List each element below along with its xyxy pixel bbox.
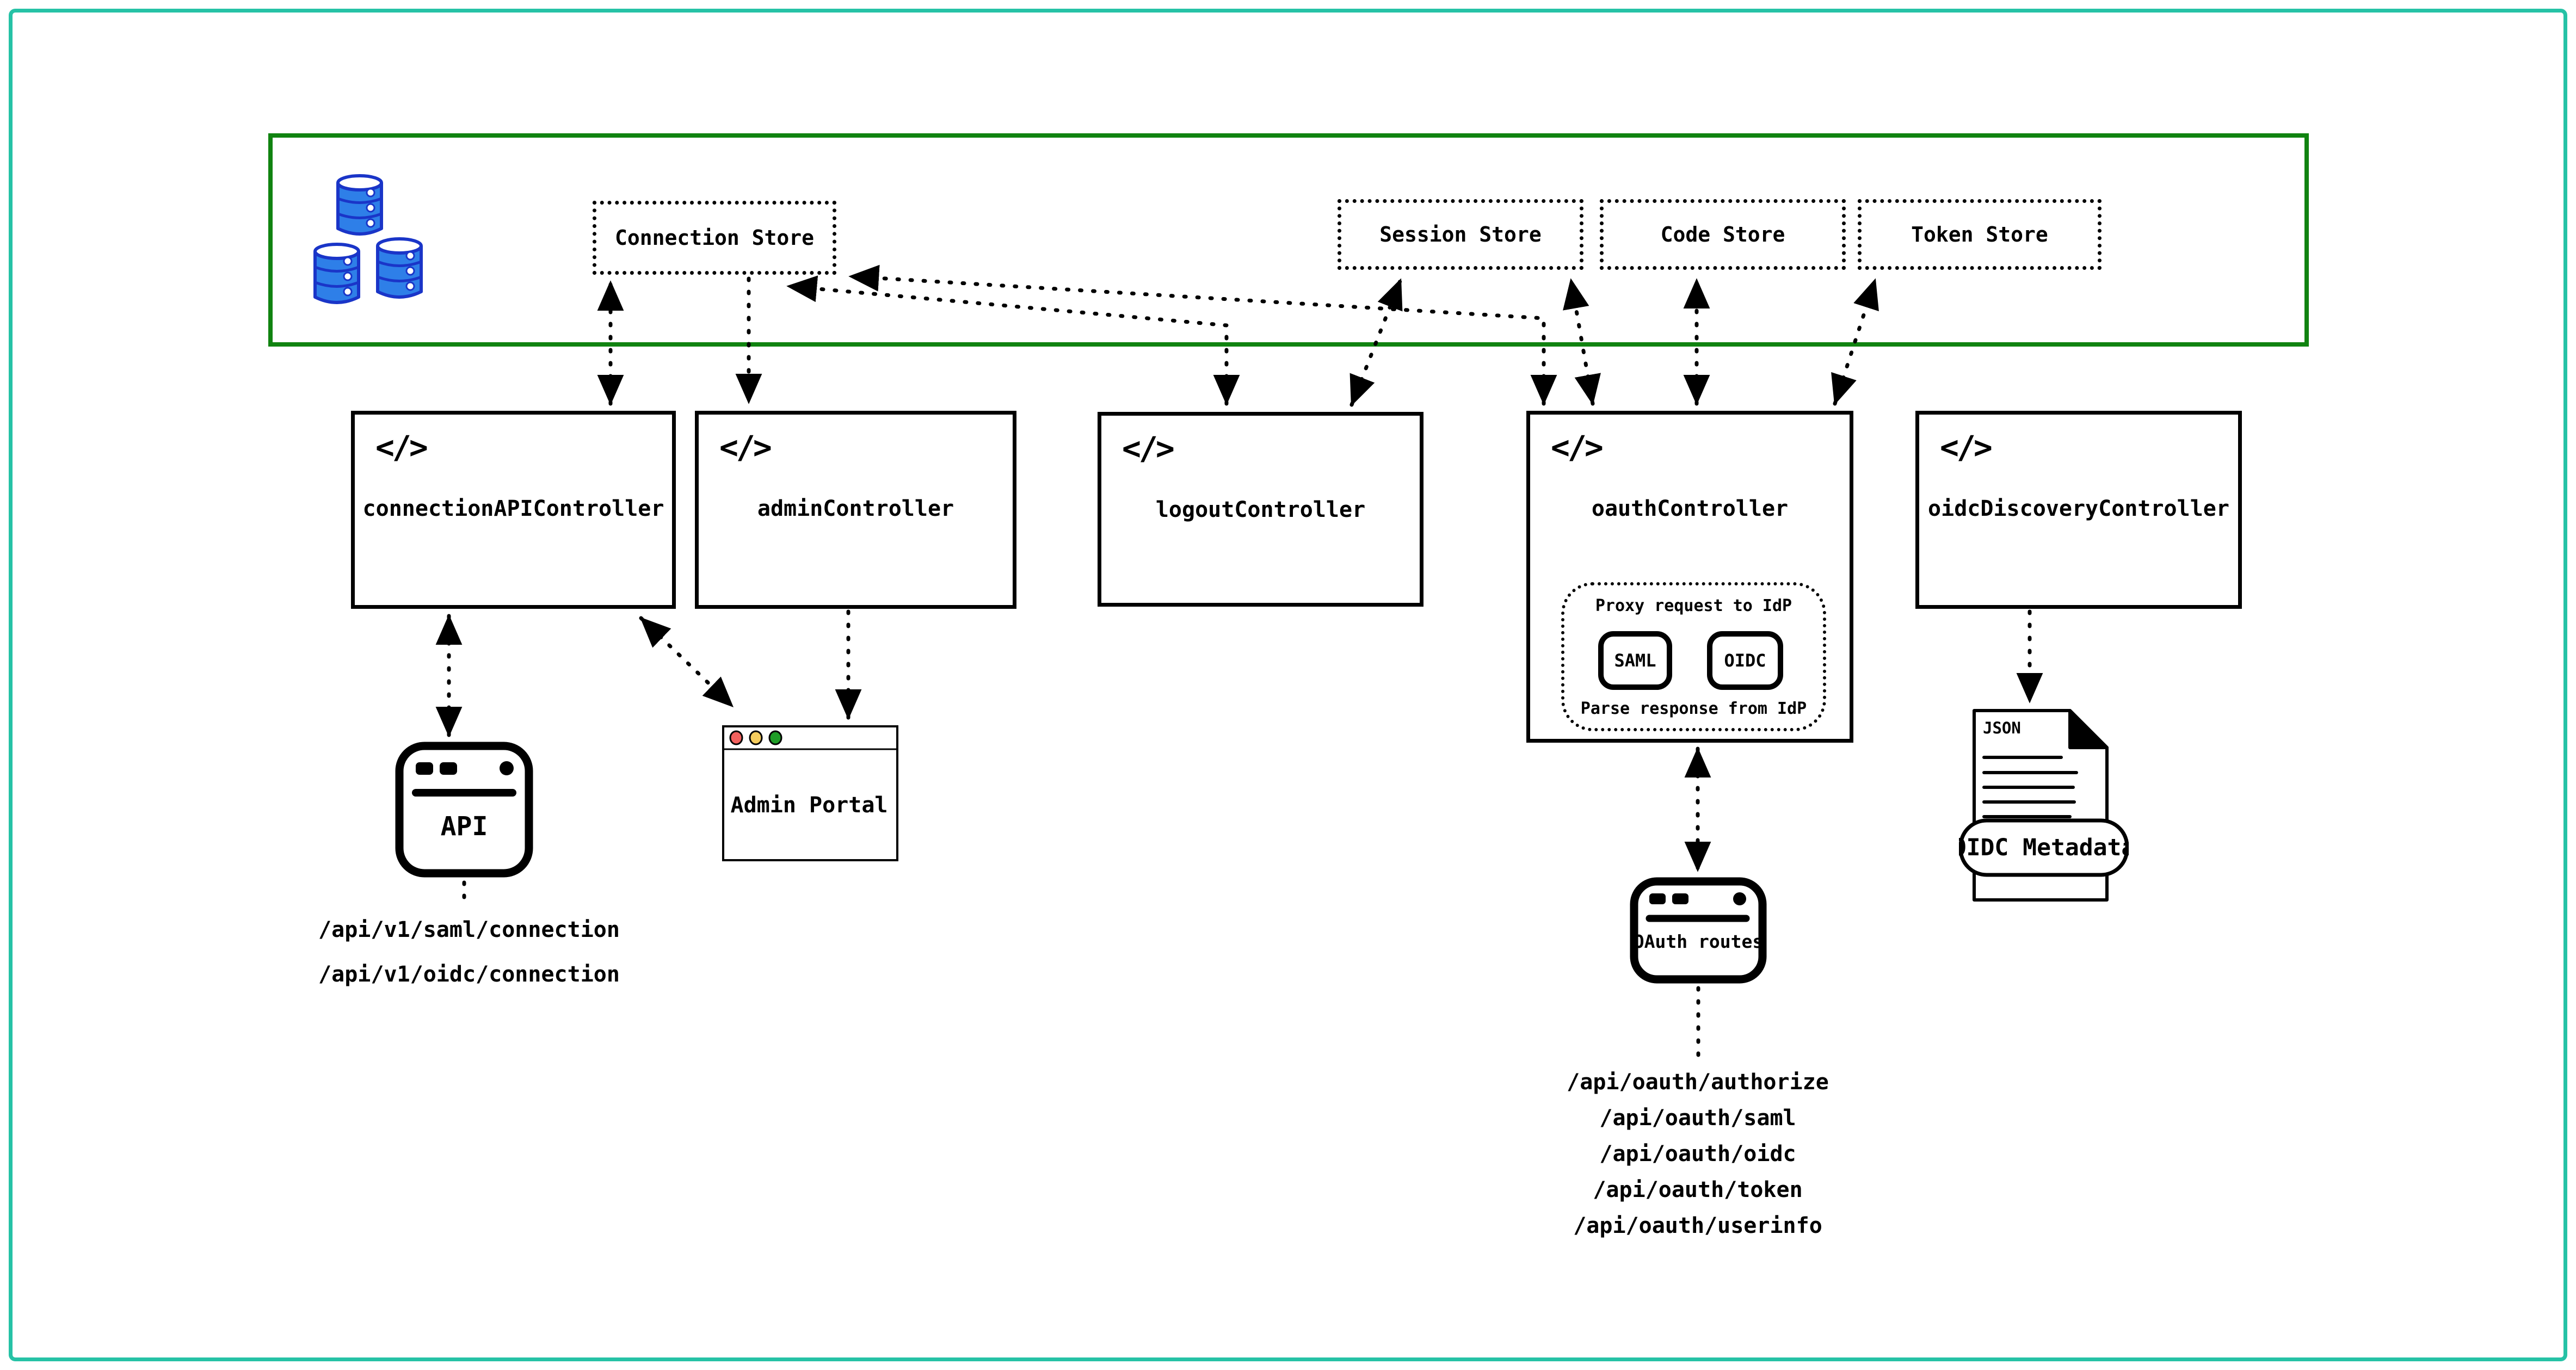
json-tag-label: JSON [1983, 719, 2021, 737]
saml-chip: SAML [1598, 631, 1672, 690]
parse-response-label: Parse response from IdP [1580, 699, 1807, 718]
minimize-dot-icon [749, 730, 763, 745]
oidc-discovery-controller-box: </> oidcDiscoveryController [1915, 411, 2242, 609]
api-path: /api/v1/saml/connection [318, 917, 620, 942]
admin-controller-label: adminController [757, 496, 954, 521]
session-store-label: Session Store [1379, 223, 1542, 246]
maximize-dot-icon [768, 730, 782, 745]
proxy-request-label: Proxy request to IdP [1595, 596, 1792, 615]
code-icon: </> [719, 429, 772, 466]
oauth-path: /api/oauth/userinfo [1573, 1213, 1822, 1238]
connection-api-controller-label: connectionAPIController [362, 496, 664, 521]
oauth-routes-window-icon: OAuth routes [1630, 877, 1767, 984]
connection-store-box: Connection Store [593, 201, 836, 275]
close-dot-icon [729, 730, 743, 745]
connection-api-controller-box: </> connectionAPIController [351, 411, 676, 609]
admin-portal-label: Admin Portal [731, 793, 888, 818]
oauth-controller-box: </> oauthController Proxy request to IdP… [1526, 411, 1853, 743]
token-store-box: Token Store [1858, 199, 2102, 270]
api-window-label: API [441, 811, 488, 842]
oauth-routes-label: OAuth routes [1634, 931, 1763, 952]
session-store-box: Session Store [1338, 199, 1583, 270]
logout-controller-label: logoutController [1155, 497, 1366, 522]
code-icon: </> [1551, 429, 1604, 466]
logout-controller-box: </> logoutController [1098, 412, 1423, 607]
oauth-paths-list: /api/oauth/authorize /api/oauth/saml /ap… [1534, 1064, 1861, 1244]
oauth-path: /api/oauth/token [1593, 1177, 1803, 1202]
oidc-metadata-pill [1958, 818, 2129, 877]
oidc-chip-label: OIDC [1724, 650, 1766, 671]
idp-proxy-box: Proxy request to IdP SAML OIDC Parse res… [1561, 582, 1826, 731]
code-icon: </> [1122, 430, 1175, 467]
oidc-metadata-document-icon: JSON OIDC Metadata [1952, 707, 2135, 904]
saml-chip-label: SAML [1614, 650, 1656, 671]
api-window-icon: API [395, 742, 533, 878]
oauth-controller-label: oauthController [1591, 496, 1789, 521]
oauth-path: /api/oauth/saml [1599, 1106, 1796, 1131]
database-cylinders-icon [313, 174, 423, 304]
oauth-path: /api/oauth/authorize [1567, 1070, 1829, 1095]
api-path: /api/v1/oidc/connection [318, 962, 620, 987]
oidc-discovery-controller-label: oidcDiscoveryController [1928, 496, 2229, 521]
code-store-label: Code Store [1660, 223, 1785, 246]
api-paths-list: /api/v1/saml/connection /api/v1/oidc/con… [306, 908, 632, 997]
token-store-label: Token Store [1911, 223, 2048, 246]
page-border [9, 9, 2567, 1361]
oidc-metadata-label: OIDC Metadata [1959, 834, 2129, 861]
oidc-chip: OIDC [1707, 631, 1783, 690]
code-icon: </> [375, 429, 428, 466]
admin-portal-window: Admin Portal [722, 725, 898, 861]
code-icon: </> [1940, 429, 1993, 466]
oauth-path: /api/oauth/oidc [1599, 1141, 1796, 1167]
connection-store-label: Connection Store [614, 226, 815, 250]
code-store-box: Code Store [1600, 199, 1846, 270]
admin-controller-box: </> adminController [695, 411, 1016, 609]
